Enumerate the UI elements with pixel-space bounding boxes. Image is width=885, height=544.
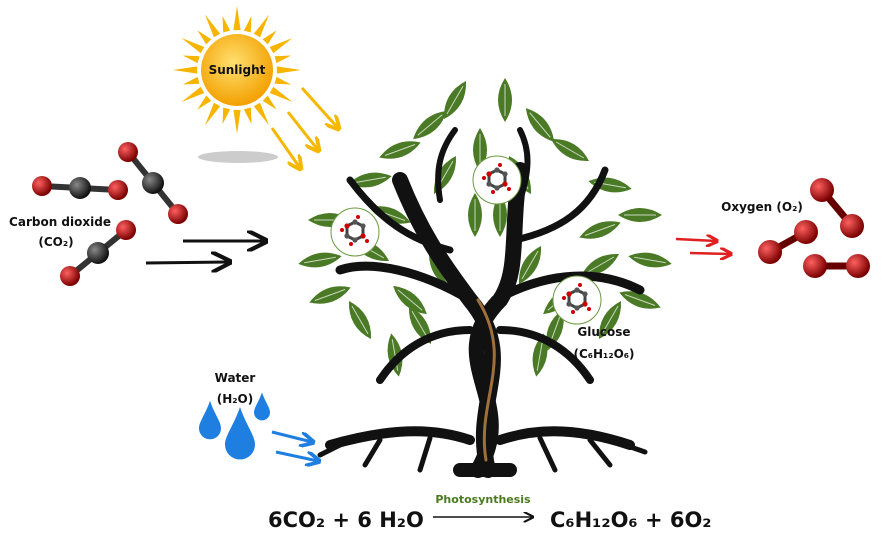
water-label: Water: [215, 371, 256, 385]
sun-ray: [182, 55, 200, 64]
sun-icon: Sunlight: [173, 6, 301, 163]
leaf: [532, 333, 548, 377]
leaf: [618, 208, 662, 222]
co2-molecule-icon: [60, 220, 136, 286]
sun-ray: [197, 95, 212, 110]
water-drop-icon: [224, 407, 255, 460]
leaf: [628, 252, 672, 268]
leaf: [309, 286, 351, 304]
carbon-dioxide-label: Carbon dioxide: [9, 215, 111, 229]
sun-ray: [222, 107, 231, 125]
oxygen-molecules: [758, 178, 870, 278]
leaf: [413, 110, 447, 140]
sun-ray: [197, 30, 212, 45]
leaf: [433, 155, 457, 195]
equation-products: C₆H₁₂O₆ + 6O₂: [550, 508, 712, 532]
o2-molecule-icon: [803, 254, 870, 278]
sun-ray: [269, 38, 293, 54]
leaf: [580, 253, 620, 277]
sun-ray: [205, 102, 221, 126]
sun-ray: [276, 66, 301, 74]
sun-ray: [243, 107, 252, 125]
co2-arrows: [145, 241, 264, 263]
sun-ray: [253, 14, 269, 38]
glucose-formula: (C₆H₁₂O₆): [573, 347, 634, 361]
sun-ray: [182, 76, 200, 85]
leaf: [393, 285, 427, 315]
glucose-molecules: [330, 155, 602, 325]
sun-ray: [274, 76, 292, 85]
sunlight-arrows: [270, 86, 338, 168]
sun-ray: [274, 55, 292, 64]
sun-ray: [233, 109, 241, 134]
oxygen-arrows: [675, 239, 730, 254]
co2-molecule-icon: [118, 142, 188, 224]
oxygen-label: Oxygen (O₂): [721, 200, 803, 214]
co2-molecule-icon: [32, 176, 128, 200]
sun-ray: [262, 95, 277, 110]
leaf: [408, 305, 432, 345]
tree-trunk: [317, 127, 648, 478]
equation-process-label: Photosynthesis: [435, 493, 531, 506]
leaf: [298, 252, 342, 268]
leaf: [468, 193, 482, 237]
sun-ray: [205, 14, 221, 38]
leaf: [525, 108, 555, 142]
water-drop-icon: [199, 400, 222, 440]
sun-ray: [253, 102, 269, 126]
leaf: [518, 245, 542, 285]
sun-ray: [181, 86, 205, 102]
carbon-dioxide-formula: (CO₂): [38, 235, 73, 249]
sun-ray: [233, 6, 241, 31]
glucose-label: Glucose: [577, 325, 630, 339]
equation-reactants: 6CO₂ + 6 H₂O: [268, 508, 424, 532]
water-drop-icon: [254, 392, 270, 421]
water-arrows: [271, 430, 318, 461]
sun-ray: [222, 15, 231, 33]
o2-molecule-icon: [758, 220, 818, 264]
carbon-dioxide-molecules: [32, 142, 188, 286]
leaf: [443, 80, 467, 120]
water-formula: (H₂O): [217, 392, 253, 406]
leaf: [550, 138, 590, 162]
leaf: [348, 300, 372, 340]
sun-ray: [262, 30, 277, 45]
o2-molecule-icon: [810, 178, 864, 238]
water-drop-icons: [199, 392, 270, 460]
glucose-molecule-icon: [552, 275, 602, 325]
glucose-molecule-icon: [330, 207, 380, 257]
leaf: [598, 300, 622, 340]
sunlight-label: Sunlight: [209, 63, 266, 77]
leaf: [498, 78, 512, 122]
leaf: [379, 141, 421, 159]
leaf: [348, 172, 392, 188]
glucose-molecule-icon: [472, 155, 522, 205]
sun-ray: [243, 15, 252, 33]
leaf: [579, 221, 621, 239]
sun-ray: [181, 38, 205, 54]
leaf: [619, 291, 661, 309]
sun-ray: [269, 86, 293, 102]
sun-ray: [173, 66, 198, 74]
tree-leaves: [298, 78, 672, 377]
